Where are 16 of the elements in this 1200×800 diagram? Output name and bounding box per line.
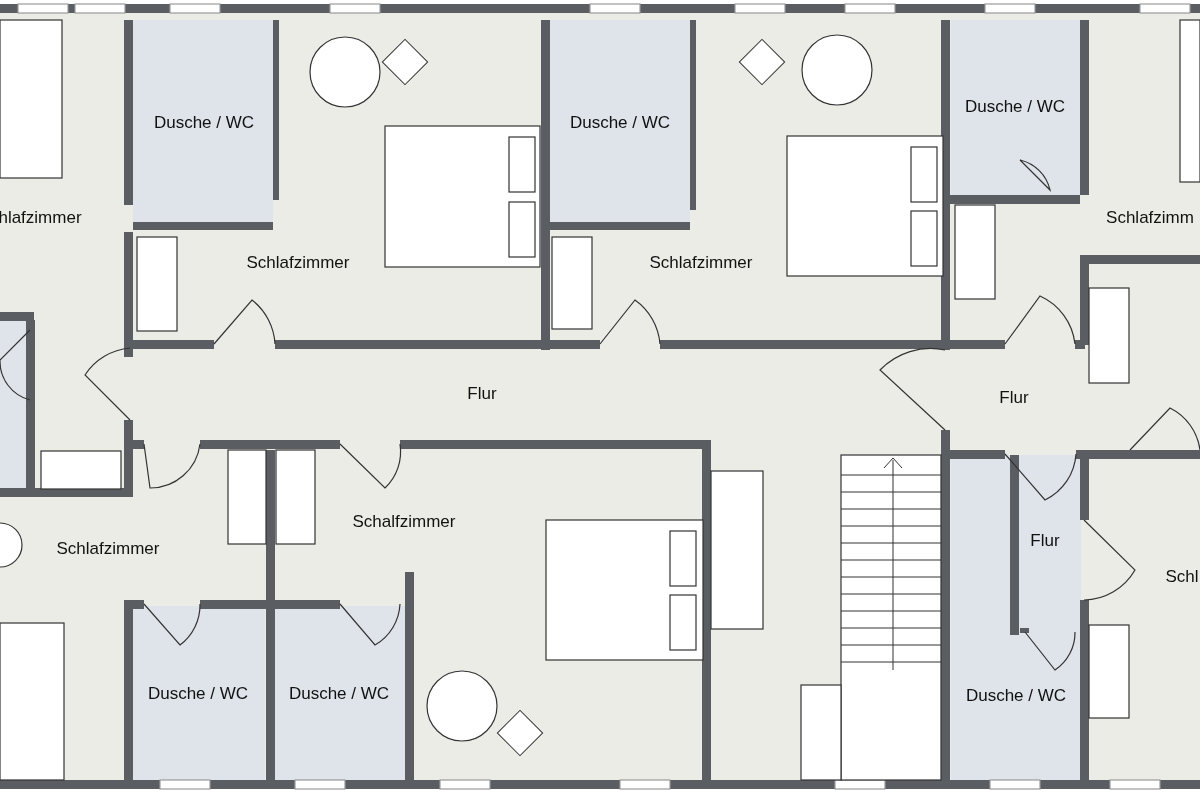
- room-label: Flur: [467, 384, 497, 404]
- room-label: Schalfzimmer: [352, 512, 456, 532]
- room-label: Schlafzimm: [1106, 208, 1194, 228]
- room-label: Flur: [999, 388, 1029, 408]
- room-label: Dusche / WC: [965, 686, 1067, 706]
- room-label: Flur: [1030, 531, 1060, 551]
- room-label: Schl: [1165, 567, 1199, 587]
- room-label: Schlafzimmer: [56, 539, 160, 559]
- room-label: hlafzimmer: [0, 208, 82, 228]
- room-label: Dusche / WC: [288, 684, 390, 704]
- room-label: Dusche / WC: [569, 113, 671, 133]
- room-label: Schlafzimmer: [649, 253, 753, 273]
- room-label: Dusche / WC: [964, 97, 1066, 117]
- room-label: Schlafzimmer: [246, 253, 350, 273]
- room-label: Dusche / WC: [147, 684, 249, 704]
- room-label: Dusche / WC: [153, 113, 255, 133]
